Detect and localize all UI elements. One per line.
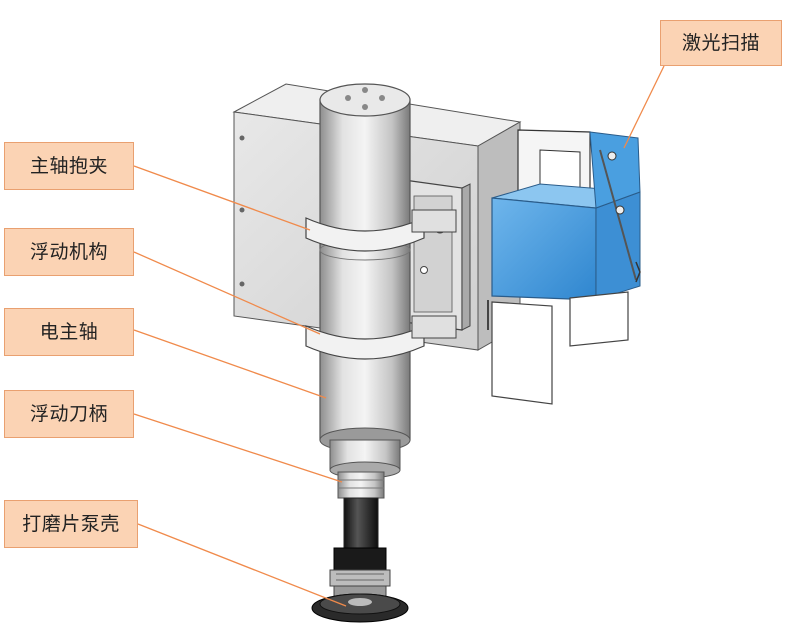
leader-spindle-clamp (133, 165, 311, 231)
floating-bracket (403, 179, 471, 331)
spindle-clamp-rings (305, 209, 457, 360)
laser-scanner (487, 129, 641, 405)
label-laser-scan: 激光扫描 (660, 20, 782, 66)
leader-floating-mechanism (133, 251, 321, 335)
leader-laser-scan (623, 65, 665, 149)
label-electric-spindle: 电主轴 (4, 308, 134, 356)
leader-lines (133, 65, 665, 607)
grinding-disc-assembly (311, 547, 409, 623)
label-grinding-pump-housing: 打磨片泵壳 (4, 500, 138, 548)
leader-grinding-pump-housing (137, 523, 347, 607)
label-spindle-clamp: 主轴抱夹 (4, 142, 134, 190)
label-floating-mechanism: 浮动机构 (4, 228, 134, 276)
leader-electric-spindle (133, 329, 327, 399)
spindle-body (319, 83, 411, 479)
floating-tool-holder (337, 471, 385, 549)
label-floating-tool-holder: 浮动刀柄 (4, 390, 134, 438)
leader-floating-tool-holder (133, 413, 343, 483)
